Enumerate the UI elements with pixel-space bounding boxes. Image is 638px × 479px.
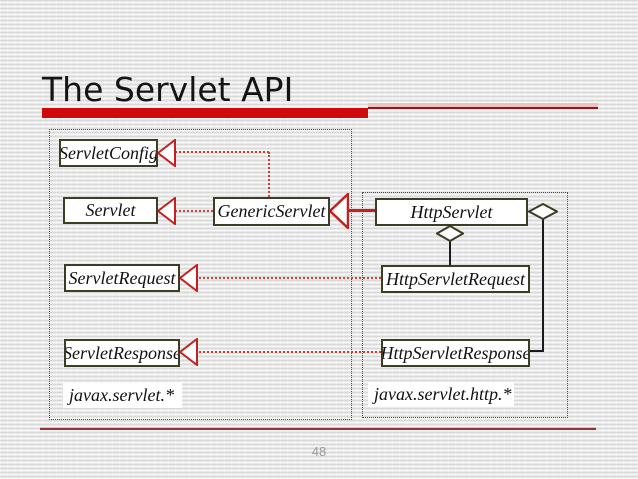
class-box-servletconfig: ServletConfig <box>59 139 158 167</box>
package-javax-servlet <box>49 129 352 420</box>
connector-httpservlet-genericservlet <box>347 209 375 212</box>
class-box-httpservletrequest: HttpServletRequest <box>381 265 530 293</box>
connector-genericservlet-servletconfig-v <box>268 152 270 197</box>
connector-httpservlet-httpservletrequest <box>449 241 451 265</box>
connector-genericservlet-servlet <box>175 210 213 212</box>
class-box-httpservletresponse: HttpServletResponse <box>381 339 530 367</box>
aggregation-diamond-icon-bottom <box>436 225 464 242</box>
connector-httpservletresponse-servletresponse <box>196 351 381 353</box>
class-box-servlet: Servlet <box>63 197 158 224</box>
page-number: 48 <box>311 444 327 459</box>
package-label-javax-servlet: javax.servlet.* <box>63 383 182 408</box>
connector-httpservlet-httpservletresponse-h <box>530 350 544 352</box>
connector-httpservlet-httpservletresponse-v <box>542 219 544 352</box>
package-label-javax-servlet-http: javax.servlet.http.* <box>368 382 514 407</box>
triangle-arrow-icon-genericservlet <box>329 193 349 229</box>
connector-httpservletrequest-servletrequest <box>196 277 381 279</box>
aggregation-diamond-icon-right <box>528 203 558 220</box>
class-box-servletrequest: ServletRequest <box>64 264 180 292</box>
triangle-arrow-icon-servletrequest <box>179 264 198 292</box>
class-box-genericservlet: GenericServlet <box>213 197 330 226</box>
title-underline-bar <box>42 108 368 118</box>
triangle-arrow-icon-servletconfig <box>157 139 176 167</box>
class-box-servletresponse: ServletResponse <box>64 339 180 367</box>
footer-rule <box>40 428 596 430</box>
triangle-arrow-icon-servletresponse <box>179 338 198 366</box>
title-underline-thin <box>368 107 598 109</box>
package-javax-servlet-http <box>362 192 568 418</box>
class-box-httpservlet: HttpServlet <box>375 198 528 226</box>
triangle-arrow-icon-servlet <box>157 197 176 225</box>
page-title: The Servlet API <box>42 70 294 109</box>
connector-genericservlet-servletconfig-h <box>175 151 269 153</box>
title-underline-thin-highlight <box>368 103 598 107</box>
